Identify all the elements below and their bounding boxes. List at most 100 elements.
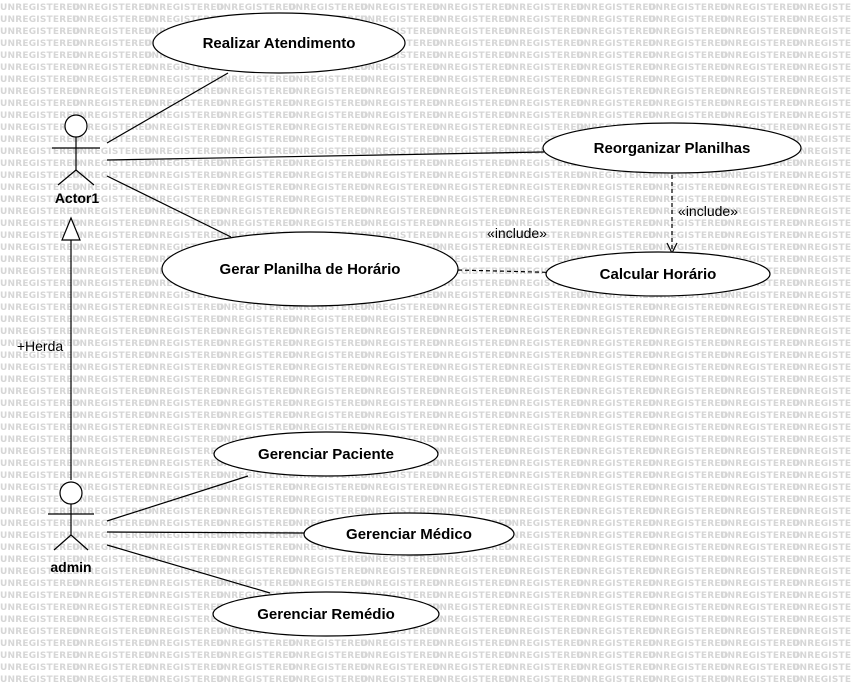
use-case-gerenciar-paciente[interactable]: Gerenciar Paciente bbox=[213, 431, 439, 477]
watermark-text: UNREGISTERED bbox=[0, 87, 80, 97]
watermark-text: UNREGISTERED bbox=[432, 255, 512, 265]
use-case-gerar-planilha[interactable]: Gerar Planilha de Horário bbox=[161, 231, 459, 307]
watermark-text: UNREGISTERED bbox=[720, 351, 800, 361]
watermark-text: UNREGISTERED bbox=[648, 51, 728, 61]
watermark-text: UNREGISTERED bbox=[216, 639, 296, 649]
watermark-text: UNREGISTERED bbox=[288, 567, 368, 577]
watermark-text: UNREGISTERED bbox=[792, 435, 851, 445]
watermark-text: UNREGISTERED bbox=[288, 147, 368, 157]
watermark-text: UNREGISTERED bbox=[144, 3, 224, 13]
watermark-text: UNREGISTERED bbox=[0, 303, 80, 313]
watermark-text: UNREGISTERED bbox=[648, 195, 728, 205]
watermark-text: UNREGISTERED bbox=[144, 15, 224, 25]
watermark-text: UNREGISTERED bbox=[72, 207, 152, 217]
watermark-text: UNREGISTERED bbox=[0, 171, 80, 181]
watermark-text: UNREGISTERED bbox=[720, 87, 800, 97]
watermark-text: UNREGISTERED bbox=[792, 3, 851, 13]
watermark-text: UNREGISTERED bbox=[288, 363, 368, 373]
watermark-text: UNREGISTERED bbox=[360, 207, 440, 217]
watermark-text: UNREGISTERED bbox=[504, 123, 584, 133]
watermark-text: UNREGISTERED bbox=[648, 63, 728, 73]
watermark-text: UNREGISTERED bbox=[432, 399, 512, 409]
watermark-text: UNREGISTERED bbox=[216, 675, 296, 685]
watermark-text: UNREGISTERED bbox=[576, 27, 656, 37]
watermark-text: UNREGISTERED bbox=[576, 495, 656, 505]
watermark-text: UNREGISTERED bbox=[576, 75, 656, 85]
watermark-text: UNREGISTERED bbox=[792, 639, 851, 649]
use-case-calcular-horario[interactable]: Calcular Horário bbox=[545, 251, 771, 297]
watermark-text: UNREGISTERED bbox=[792, 279, 851, 289]
watermark-text: UNREGISTERED bbox=[144, 555, 224, 565]
watermark-text: UNREGISTERED bbox=[792, 135, 851, 145]
watermark-text: UNREGISTERED bbox=[216, 207, 296, 217]
watermark-text: UNREGISTERED bbox=[0, 111, 80, 121]
watermark-text: UNREGISTERED bbox=[72, 279, 152, 289]
watermark-text: UNREGISTERED bbox=[720, 471, 800, 481]
watermark-text: UNREGISTERED bbox=[360, 3, 440, 13]
watermark-text: UNREGISTERED bbox=[288, 111, 368, 121]
watermark-text: UNREGISTERED bbox=[288, 555, 368, 565]
watermark-text: UNREGISTERED bbox=[0, 339, 80, 349]
watermark-text: UNREGISTERED bbox=[72, 423, 152, 433]
watermark-text: UNREGISTERED bbox=[648, 639, 728, 649]
watermark-text: UNREGISTERED bbox=[792, 447, 851, 457]
watermark-text: UNREGISTERED bbox=[360, 507, 440, 517]
watermark-text: UNREGISTERED bbox=[72, 27, 152, 37]
watermark-text: UNREGISTERED bbox=[144, 363, 224, 373]
watermark-text: UNREGISTERED bbox=[648, 675, 728, 685]
generalization-admin-actor1 bbox=[61, 216, 81, 480]
watermark-text: UNREGISTERED bbox=[432, 15, 512, 25]
watermark-text: UNREGISTERED bbox=[648, 99, 728, 109]
watermark-text: UNREGISTERED bbox=[360, 63, 440, 73]
watermark-text: UNREGISTERED bbox=[0, 483, 80, 493]
watermark-text: UNREGISTERED bbox=[144, 375, 224, 385]
watermark-text: UNREGISTERED bbox=[0, 471, 80, 481]
watermark-text: UNREGISTERED bbox=[360, 495, 440, 505]
admin-figure[interactable] bbox=[48, 481, 94, 551]
use-case-realizar-atendimento[interactable]: Realizar Atendimento bbox=[152, 12, 406, 74]
watermark-text: UNREGISTERED bbox=[0, 447, 80, 457]
use-case-reorganizar-planilhas[interactable]: Reorganizar Planilhas bbox=[542, 122, 802, 174]
watermark-text: UNREGISTERED bbox=[648, 435, 728, 445]
actor1-figure[interactable] bbox=[52, 114, 100, 186]
watermark-text: UNREGISTERED bbox=[720, 627, 800, 637]
watermark-text: UNREGISTERED bbox=[432, 351, 512, 361]
watermark-text: UNREGISTERED bbox=[648, 543, 728, 553]
watermark-text: UNREGISTERED bbox=[288, 123, 368, 133]
watermark-text: UNREGISTERED bbox=[288, 495, 368, 505]
watermark-text: UNREGISTERED bbox=[360, 555, 440, 565]
use-case-gerenciar-remedio[interactable]: Gerenciar Remédio bbox=[212, 591, 440, 637]
watermark-text: UNREGISTERED bbox=[504, 543, 584, 553]
generalization-label: +Herda bbox=[17, 338, 64, 354]
watermark-text: UNREGISTERED bbox=[288, 171, 368, 181]
watermark-text: UNREGISTERED bbox=[360, 423, 440, 433]
watermark-text: UNREGISTERED bbox=[144, 543, 224, 553]
watermark-text: UNREGISTERED bbox=[792, 567, 851, 577]
watermark-text: UNREGISTERED bbox=[648, 3, 728, 13]
watermark-text: UNREGISTERED bbox=[144, 435, 224, 445]
watermark-text: UNREGISTERED bbox=[72, 123, 152, 133]
watermark-text: UNREGISTERED bbox=[0, 63, 80, 73]
watermark-text: UNREGISTERED bbox=[432, 591, 512, 601]
watermark-text: UNREGISTERED bbox=[144, 315, 224, 325]
watermark-text: UNREGISTERED bbox=[648, 471, 728, 481]
watermark-text: UNREGISTERED bbox=[0, 75, 80, 85]
watermark-text: UNREGISTERED bbox=[432, 387, 512, 397]
watermark-text: UNREGISTERED bbox=[576, 411, 656, 421]
watermark-text: UNREGISTERED bbox=[576, 315, 656, 325]
watermark-text: UNREGISTERED bbox=[0, 231, 80, 241]
watermark-text: UNREGISTERED bbox=[0, 555, 80, 565]
watermark-text: UNREGISTERED bbox=[144, 63, 224, 73]
watermark-text: UNREGISTERED bbox=[144, 171, 224, 181]
use-case-gerenciar-medico[interactable]: Gerenciar Médico bbox=[303, 512, 515, 556]
watermark-text: UNREGISTERED bbox=[720, 651, 800, 661]
watermark-text: UNREGISTERED bbox=[0, 675, 80, 685]
watermark-text: UNREGISTERED bbox=[648, 591, 728, 601]
watermark-text: UNREGISTERED bbox=[504, 675, 584, 685]
watermark-text: UNREGISTERED bbox=[432, 675, 512, 685]
watermark-text: UNREGISTERED bbox=[576, 399, 656, 409]
watermark-text: UNREGISTERED bbox=[0, 135, 80, 145]
watermark-text: UNREGISTERED bbox=[144, 411, 224, 421]
watermark-text: UNREGISTERED bbox=[72, 531, 152, 541]
watermark-text: UNREGISTERED bbox=[720, 591, 800, 601]
